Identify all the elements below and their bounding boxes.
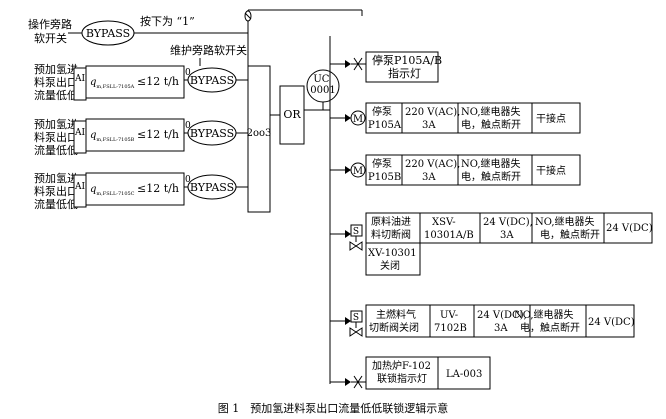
uc-0001-label: UC 0001	[310, 74, 335, 96]
row-label: 预加氢进 料泵出口 流量低低	[34, 62, 82, 102]
cell-desc: 停泵 P105B	[368, 157, 401, 183]
cell-tag: XSV- 10301A/B	[424, 217, 474, 241]
motor-icon	[350, 110, 366, 126]
lamp-icon	[353, 375, 363, 389]
output-bit: 0	[185, 175, 191, 185]
condition-box	[85, 65, 185, 99]
output-pump-b: M 停泵 P105B 220 V(AC), 3A NO,继电器失 电，触点断开 …	[350, 154, 581, 186]
or-gate-box	[279, 85, 305, 145]
pump-rows: 预加氢进 料泵出口 流量低低 AI qm,FSLL-7105A ≤12 t/h …	[34, 62, 248, 211]
operate-bypass-label: 操作旁路 软开关	[28, 17, 76, 45]
condition-text: qm,FSLL-7105B	[90, 130, 135, 143]
cell-power: 220 V(AC), 3A	[405, 159, 464, 183]
bypass-text: BYPASS	[190, 181, 234, 194]
output-furnace-lamp: 加热炉F-102 联锁指示灯 LA-003	[351, 356, 491, 390]
cell-contact: NO,继电器失 电，触点断开	[535, 215, 600, 241]
svg-text:S: S	[353, 313, 359, 323]
cell-contact: NO,继电器失 电，触点断开	[461, 105, 524, 131]
condition-rhs: ≤12 t/h	[137, 182, 179, 195]
output-stop-lamp: 停泵P105A/B 指示灯	[351, 51, 446, 83]
cell-type: 干接点	[536, 164, 566, 177]
xv-close-label: XV-10301 关闭	[368, 248, 420, 272]
bypass-text: BYPASS	[190, 127, 234, 140]
lamp-icon	[353, 57, 363, 71]
pump-row-a: 预加氢进 料泵出口 流量低低 AI qm,FSLL-7105A ≤12 t/h …	[34, 62, 248, 102]
cell-tag: UV- 7102B	[434, 310, 467, 334]
inverter-bubble-top	[244, 10, 252, 22]
furnace-desc: 加热炉F-102 联锁指示灯	[372, 359, 434, 385]
ai-label: AI	[74, 182, 85, 192]
vote-2oo3-label: 2oo3	[247, 128, 272, 139]
condition-text: qm,FSLL-7105A	[90, 77, 135, 90]
ai-label: AI	[74, 74, 85, 84]
pump-row-c: 预加氢进 料泵出口 流量低低 AI qm,FSLL-7105C ≤12 t/h …	[34, 171, 248, 211]
valve-icon	[349, 327, 363, 337]
figure-caption: 图 1 预加氢进料泵出口流量低低联锁逻辑示意	[218, 401, 449, 415]
maintenance-switch-label: 维护旁路软开关	[170, 43, 247, 57]
condition-rhs: ≤12 t/h	[137, 75, 179, 88]
condition-box	[85, 172, 185, 206]
cell-desc: 停泵 P105A	[368, 105, 402, 131]
output-pump-a: M 停泵 P105A 220 V(AC), 3A NO,继电器失 电，触点断开 …	[350, 102, 581, 134]
ai-box	[73, 67, 87, 101]
svg-text:M: M	[353, 114, 363, 125]
output-bit: 0	[185, 121, 191, 131]
row-label: 预加氢进 料泵出口 流量低低	[34, 117, 82, 157]
valve-icon	[349, 241, 363, 251]
cell-supply: 24 V(DC)	[606, 223, 653, 234]
motor-icon	[350, 162, 366, 178]
cell-power: 24 V(DC), 3A	[477, 310, 530, 334]
condition-rhs: ≤12 t/h	[137, 128, 179, 141]
cell-contact: NO,继电器失 电，触点断开	[461, 157, 524, 183]
stop-lamp-label: 停泵P105A/B 指示灯	[372, 53, 446, 80]
cell-desc: 原料油进 料切断阀	[371, 215, 414, 241]
or-gate-label: OR	[283, 108, 301, 121]
condition-box	[85, 118, 185, 152]
cell-power: 220 V(AC), 3A	[405, 107, 464, 131]
cell-contact: NO,继电器失 电，触点断开	[514, 308, 580, 334]
press-note: 按下为 “1”	[140, 14, 195, 28]
svg-text:S: S	[353, 227, 359, 237]
ai-label: AI	[74, 128, 85, 138]
cell-power: 24 V(DC), 3A	[483, 217, 536, 241]
operate-bypass-block: 操作旁路 软开关 BYPASS 按下为 “1”	[28, 9, 363, 68]
output-valve-uv: S 主燃料气 切断阀关闭 UV- 7102B 24 V(DC), 3A NO,继…	[349, 304, 635, 338]
pump-row-b: 预加氢进 料泵出口 流量低低 AI qm,FSLL-7105B ≤12 t/h …	[34, 117, 248, 157]
cell-type: 干接点	[536, 112, 566, 125]
operate-bypass-text: BYPASS	[86, 27, 130, 40]
condition-text: qm,FSLL-7105C	[90, 184, 135, 197]
vote-2oo3-box	[247, 65, 271, 213]
output-bit: 0	[185, 68, 191, 78]
row-label: 预加氢进 料泵出口 流量低低	[34, 171, 82, 211]
output-valve-xsv: S 原料油进 料切断阀 XSV- 10301A/B 24 V(DC), 3A N…	[349, 212, 653, 276]
svg-text:M: M	[353, 166, 363, 177]
cell-supply: 24 V(DC)	[588, 317, 635, 328]
furnace-tag: LA-003	[446, 369, 482, 380]
branch-arrows	[345, 60, 351, 386]
bypass-text: BYPASS	[190, 74, 234, 87]
cell-desc: 主燃料气 切断阀关闭	[369, 308, 419, 334]
